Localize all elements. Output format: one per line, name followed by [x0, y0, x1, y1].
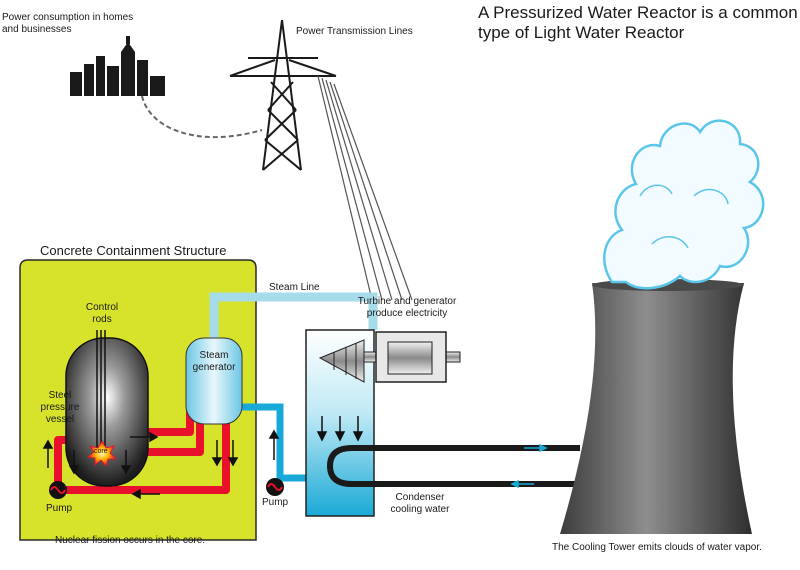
city-skyline-icon [70, 36, 165, 96]
steam-line-label: Steam Line [269, 282, 320, 293]
fission-note: Nuclear fission occurs in the core. [55, 535, 206, 546]
turbine-label: Turbine and generator produce electricit… [357, 296, 457, 319]
containment-label: Concrete Containment Structure [40, 243, 227, 258]
page-title: A Pressurized Water Reactor is a common … [478, 3, 798, 42]
flow-arrow-feedwater [268, 429, 280, 460]
pump-mid-label: Pump [262, 497, 289, 508]
condenser-arrows [316, 416, 364, 442]
pressure-vessel-label: Steel pressure vessel [40, 390, 80, 425]
steam-line-pipe [209, 292, 378, 345]
steam-generator [185, 337, 243, 425]
cooling-water-arrows [510, 443, 548, 489]
cooling-tower [560, 283, 752, 534]
transmission-tower-icon [229, 19, 337, 171]
steam-generator-label: Steam generator [192, 350, 236, 373]
feedwater-pipe [232, 403, 306, 482]
generator-icon [375, 331, 447, 383]
pump-left-icon [49, 481, 67, 499]
cooling-water-loop [326, 445, 580, 487]
control-rods-label: Control rods [85, 302, 119, 325]
pump-left-label: Pump [46, 503, 73, 514]
reactor-core-icon [87, 440, 117, 467]
control-rods [96, 330, 106, 450]
cooling-tower-note: The Cooling Tower emits clouds of water … [552, 542, 762, 553]
flow-arrows-primary [42, 431, 239, 500]
transmission-wires [317, 75, 413, 301]
power-delivery-line [141, 95, 263, 138]
steam-cloud-icon [603, 119, 765, 290]
transmission-lines-label: Power Transmission Lines [296, 26, 413, 37]
pump-mid-icon [266, 478, 284, 496]
condenser-label: Condenser cooling water [390, 492, 450, 515]
core-label: core [94, 448, 108, 455]
steam-cloud-detail [639, 184, 729, 249]
pressure-vessel [65, 337, 149, 487]
power-consumption-label: Power consumption in homes and businesse… [2, 12, 134, 35]
